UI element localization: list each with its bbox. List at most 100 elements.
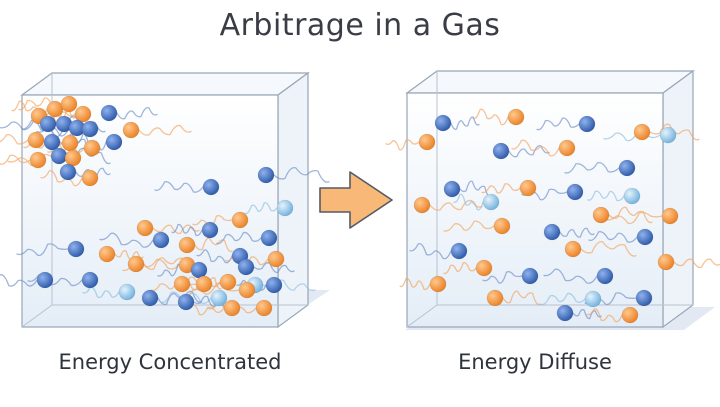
left-blue-particle (260, 229, 278, 247)
right-motion-trail (586, 308, 623, 323)
right-orange-particle (564, 240, 582, 258)
left-orange-particle (81, 169, 99, 187)
left-orange-particle (127, 255, 145, 273)
right-blue-particle (450, 242, 468, 260)
left-blue-particle (81, 120, 99, 138)
right-light-blue-particle (482, 193, 500, 211)
left-motion-trail (99, 232, 154, 248)
right-blue-particle (566, 183, 584, 201)
left-blue-particle (202, 178, 220, 196)
left-motion-trail (171, 223, 203, 237)
right-orange-particle (418, 133, 436, 151)
left-motion-trail (194, 237, 233, 253)
right-blue-particle (618, 159, 636, 177)
left-blue-particle (81, 271, 99, 289)
left-caption: Energy Concentrated (58, 350, 282, 374)
left-blue-particle (67, 240, 85, 258)
left-light-blue-particle (276, 199, 294, 217)
left-orange-particle (267, 250, 285, 268)
left-blue-particle (201, 221, 219, 239)
left-orange-particle (61, 134, 79, 152)
left-blue-particle (36, 271, 54, 289)
right-blue-particle (492, 142, 510, 160)
left-motion-trail (116, 107, 158, 120)
right-orange-particle (661, 207, 679, 225)
right-motion-trail (472, 108, 509, 126)
left-motion-trail (196, 249, 233, 264)
right-orange-particle (592, 206, 610, 224)
left-motion-trail (253, 262, 295, 274)
right-motion-trail (572, 308, 602, 320)
left-orange-particle (64, 149, 82, 167)
right-blue-particle (543, 223, 561, 241)
right-motion-trail (453, 193, 484, 211)
right-motion-trail (587, 190, 625, 202)
right-light-blue-particle (623, 187, 641, 205)
right-gas-container (385, 69, 720, 330)
right-motion-trail (673, 258, 720, 269)
left-orange-particle (255, 299, 273, 317)
right-orange-particle (429, 275, 447, 293)
right-motion-trail (443, 220, 495, 232)
left-container-top (20, 72, 310, 96)
left-orange-particle (223, 299, 241, 317)
right-blue-particle (443, 180, 461, 198)
right-motion-trail (604, 211, 663, 225)
left-light-blue-particle (210, 289, 228, 307)
right-orange-particle (486, 289, 504, 307)
right-orange-particle (507, 108, 525, 126)
right-motion-trail (508, 145, 550, 158)
left-blue-particle (50, 147, 68, 165)
right-motion-trail (399, 277, 431, 291)
right-motion-trail (481, 183, 521, 194)
left-blue-particle (59, 163, 77, 181)
right-light-blue-particle (659, 126, 677, 144)
left-gas-container (0, 71, 330, 329)
right-motion-trail (559, 227, 595, 238)
right-orange-particle (413, 196, 431, 214)
left-motion-trail (40, 169, 83, 187)
right-arrow-icon (319, 171, 393, 229)
right-caption: Energy Diffuse (458, 350, 612, 374)
left-orange-particle (219, 273, 237, 291)
left-motion-trail (138, 124, 192, 136)
left-motion-trail (216, 231, 262, 245)
right-motion-trail (511, 139, 560, 157)
left-orange-particle (74, 105, 92, 123)
left-motion-trail (114, 249, 144, 261)
right-motion-trail (608, 206, 653, 224)
right-blue-particle (636, 228, 654, 246)
right-orange-particle (493, 217, 511, 235)
left-motion-trail (181, 282, 240, 298)
left-orange-particle (173, 275, 191, 293)
left-blue-particle (237, 258, 255, 276)
left-motion-trail (16, 243, 69, 257)
left-orange-particle (29, 151, 47, 169)
right-blue-particle (521, 267, 539, 285)
left-orange-particle (178, 236, 196, 254)
right-motion-trail (580, 240, 637, 257)
right-orange-particle (621, 306, 639, 324)
left-blue-particle (265, 276, 283, 294)
left-orange-particle (83, 139, 101, 157)
right-motion-trail (564, 162, 620, 174)
left-motion-trail (0, 274, 38, 287)
left-motion-trail (0, 154, 31, 165)
right-container-back-edge (406, 304, 438, 328)
right-motion-trail (385, 139, 420, 151)
left-blue-particle (257, 166, 275, 184)
right-blue-particle (434, 114, 452, 132)
left-blue-particle (177, 293, 195, 311)
right-motion-trail (543, 268, 598, 284)
left-orange-particle (60, 95, 78, 113)
right-blue-particle (578, 115, 596, 133)
right-motion-trail (443, 262, 477, 275)
right-container-side (662, 69, 694, 329)
right-light-blue-particle (584, 290, 602, 308)
left-light-blue-particle (118, 283, 136, 301)
right-blue-particle (556, 304, 574, 322)
left-motion-trail (273, 166, 330, 183)
left-motion-trail (27, 274, 83, 287)
right-orange-particle (475, 259, 493, 277)
